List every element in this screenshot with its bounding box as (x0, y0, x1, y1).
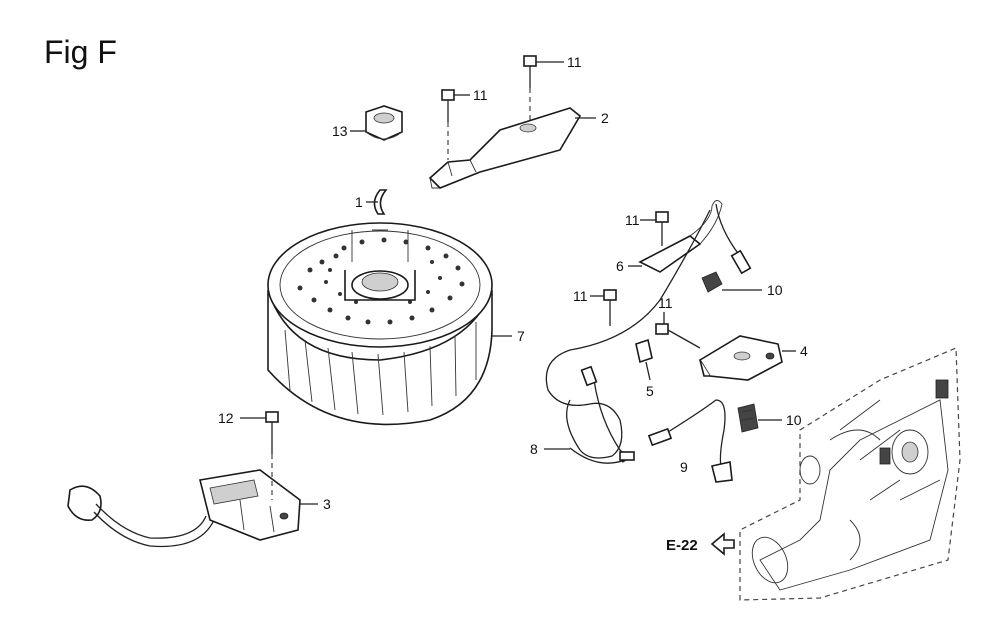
label-11-e: 11 (573, 288, 588, 304)
bolt-12 (265, 411, 279, 500)
label-10-b: 10 (786, 412, 802, 428)
label-12: 12 (218, 410, 234, 426)
label-10-a: 10 (767, 282, 783, 298)
flywheel-key (373, 189, 388, 215)
label-11-b: 11 (567, 54, 582, 70)
bolt-11-bracket (655, 323, 701, 349)
figure-title: Fig F (44, 34, 117, 70)
label-2: 2 (601, 110, 609, 126)
bolt-11-upper-right (523, 55, 537, 124)
flywheel (267, 222, 493, 426)
ground-wire (647, 399, 733, 483)
ref-e22-label: E-22 (666, 537, 698, 554)
label-5: 5 (646, 383, 654, 399)
label-11-a: 11 (473, 87, 488, 103)
label-1: 1 (355, 194, 363, 210)
clip-10-upper (701, 271, 723, 293)
stop-wire (545, 209, 711, 464)
wire-clip (635, 338, 653, 364)
ignition-bracket (428, 107, 582, 189)
label-7: 7 (517, 328, 525, 344)
label-8: 8 (530, 441, 538, 457)
label-3: 3 (323, 496, 331, 512)
label-9: 9 (680, 459, 688, 475)
bolt-11-wire (603, 289, 617, 326)
support-bracket (698, 335, 783, 381)
clip-10-lower (737, 403, 759, 433)
switch-plate (638, 200, 752, 275)
label-6: 6 (616, 258, 624, 274)
engine-block-reference (739, 347, 961, 601)
ref-arrow-e22[interactable]: E-22 (666, 532, 735, 556)
bolt-11-upper-left (441, 89, 455, 160)
label-11-c: 11 (625, 212, 640, 228)
label-4: 4 (800, 343, 808, 359)
ignition-coil (67, 469, 301, 548)
flywheel-nut (365, 105, 403, 141)
label-13: 13 (332, 123, 348, 139)
bolt-11-switch (655, 211, 669, 246)
label-11-d: 11 (658, 295, 673, 311)
